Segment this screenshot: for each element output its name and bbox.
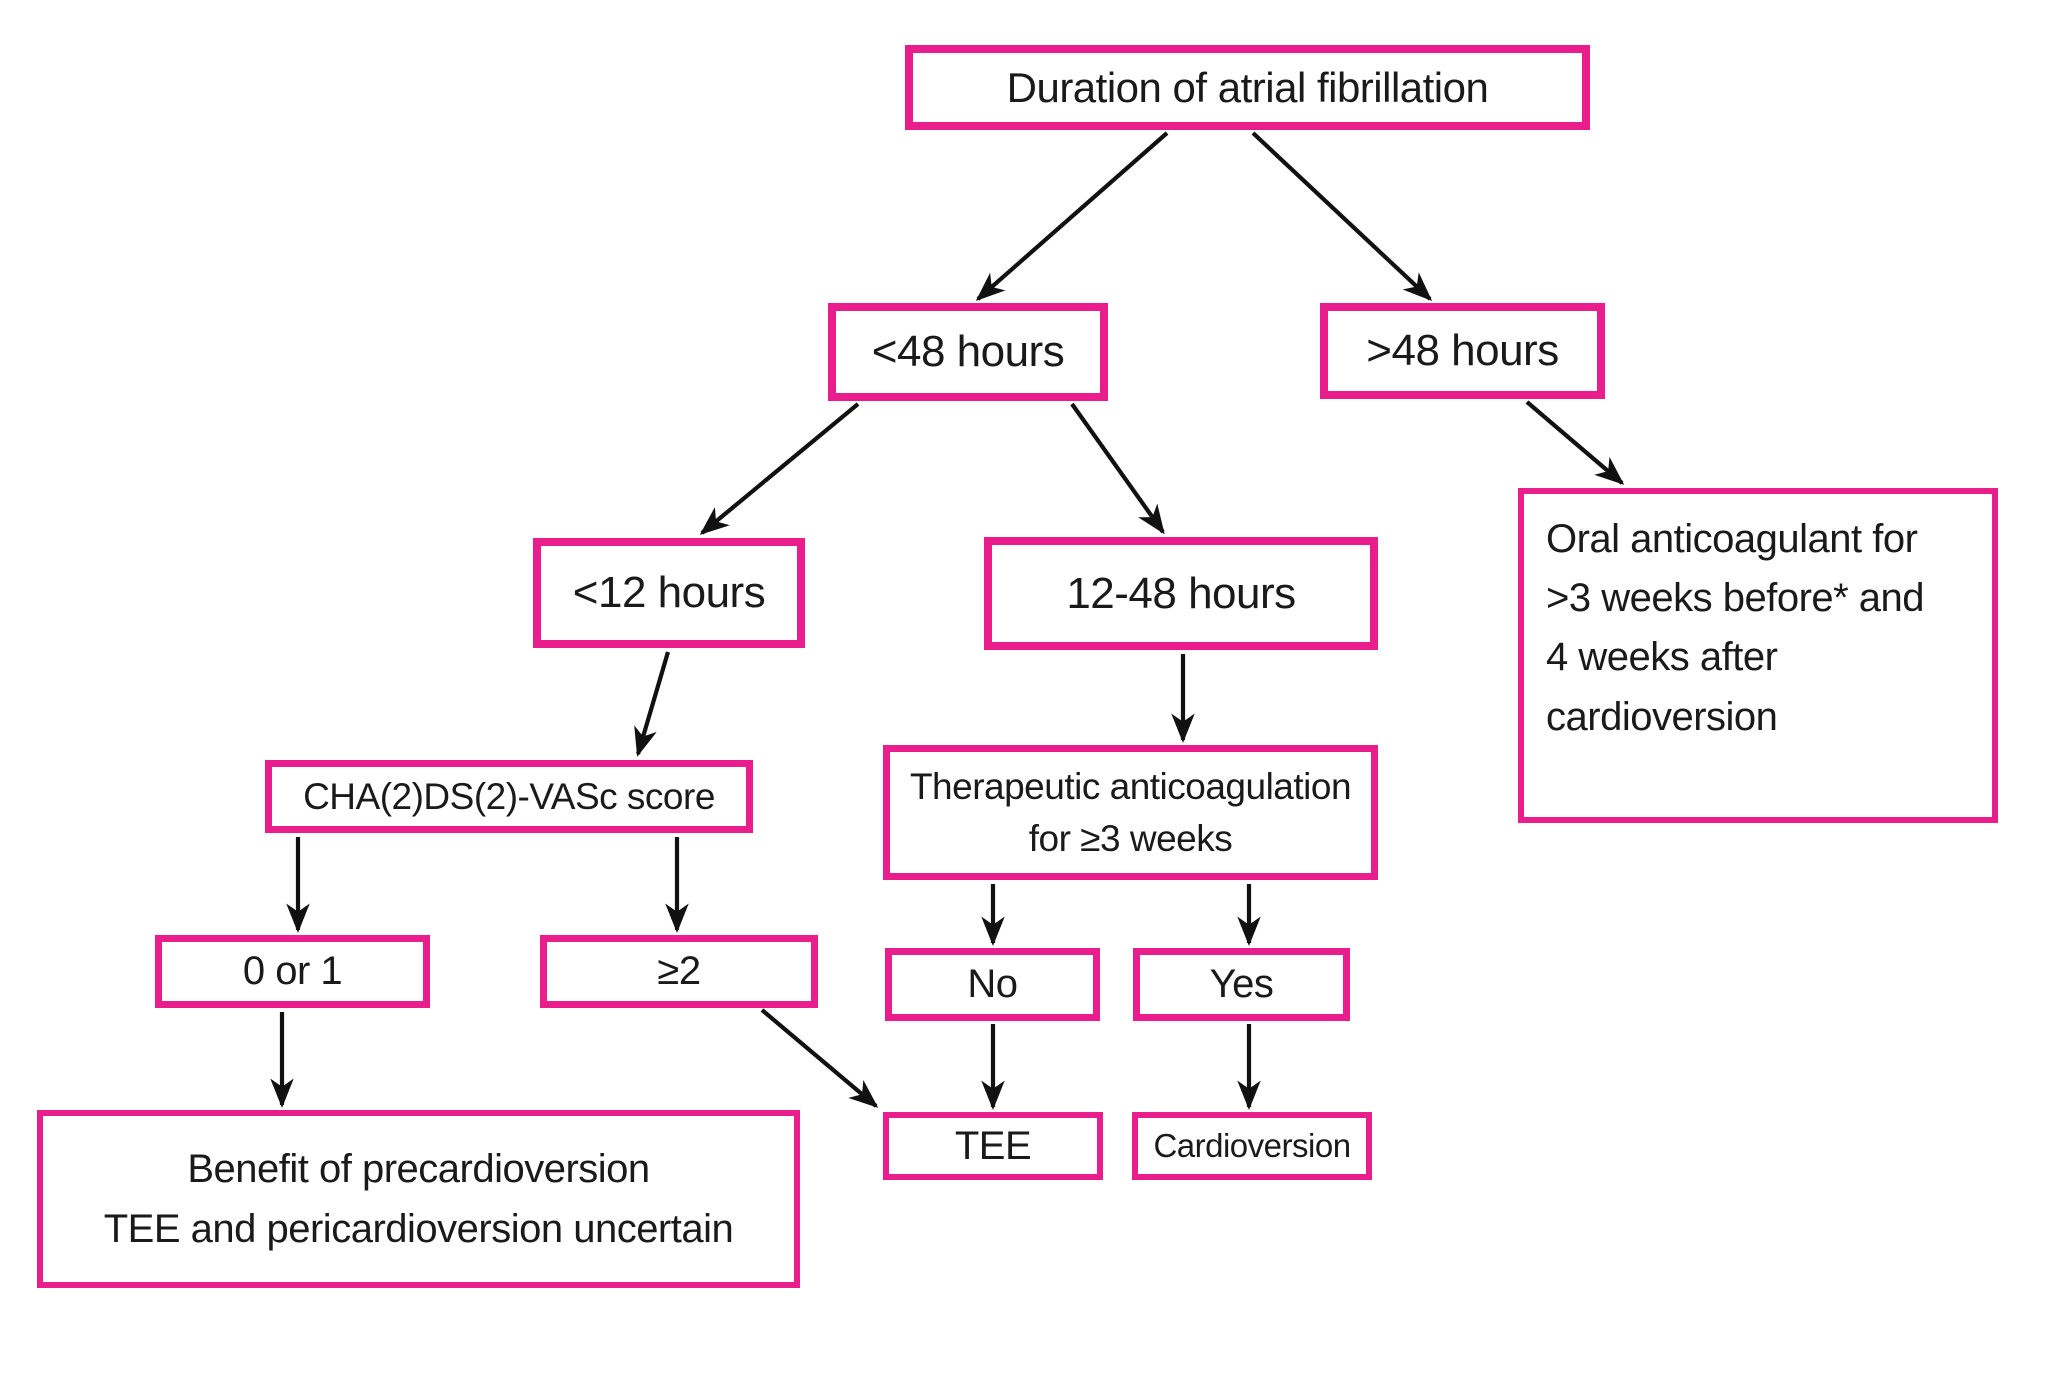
- node-label: ≥2: [657, 949, 701, 994]
- arrow-ge2-tee: [760, 1008, 879, 1108]
- arrow-lt48-h1248: [1070, 402, 1165, 535]
- node-therapeutic-anticoagulation: Therapeutic anticoagulation for ≥3 weeks: [883, 745, 1378, 880]
- node-label: TEE and pericardioversion uncertain: [103, 1207, 734, 1251]
- node-label: Benefit of precardioversion: [187, 1147, 650, 1191]
- node-label: 12-48 hours: [1066, 568, 1296, 618]
- node-oral-anticoagulant: Oral anticoagulant for >3 weeks before* …: [1518, 488, 1998, 823]
- node-label: >48 hours: [1366, 326, 1559, 376]
- arrow-duration-gt48: [1251, 131, 1433, 302]
- node-label: Duration of atrial fibrillation: [1006, 63, 1489, 111]
- node-yes: Yes: [1133, 948, 1350, 1021]
- node-label: 0 or 1: [242, 949, 343, 994]
- node-score-2-or-more: ≥2: [540, 935, 818, 1008]
- node-no: No: [885, 948, 1100, 1021]
- node-less-than-48-hours: <48 hours: [828, 303, 1108, 401]
- arrow-lt48-lt12: [699, 402, 860, 535]
- node-label: Therapeutic anticoagulation: [909, 765, 1352, 807]
- arrow-gt48-oral: [1525, 400, 1625, 485]
- node-more-than-48-hours: >48 hours: [1320, 303, 1605, 399]
- node-label: <48 hours: [871, 327, 1065, 377]
- node-label: Oral anticoagulant for: [1546, 517, 1918, 561]
- arrow-duration-lt48: [975, 131, 1169, 301]
- node-label: 4 weeks after: [1546, 635, 1778, 680]
- node-label: TEE: [954, 1123, 1032, 1168]
- node-label: CHA(2)DS(2)-VASc score: [303, 775, 715, 817]
- node-cardioversion: Cardioversion: [1132, 1112, 1372, 1180]
- node-label: for ≥3 weeks: [1028, 817, 1233, 859]
- node-less-than-12-hours: <12 hours: [533, 538, 805, 648]
- node-label: Cardioversion: [1153, 1126, 1351, 1164]
- node-duration-of-atrial-fibrillation: Duration of atrial fibrillation: [905, 45, 1590, 130]
- node-benefit-uncertain: Benefit of precardioversion TEE and peri…: [37, 1110, 800, 1288]
- node-label: Yes: [1209, 962, 1274, 1007]
- node-tee: TEE: [883, 1112, 1103, 1180]
- node-label: >3 weeks before* and: [1546, 576, 1925, 621]
- node-score-0-or-1: 0 or 1: [155, 935, 430, 1008]
- node-label: No: [967, 962, 1018, 1007]
- node-12-48-hours: 12-48 hours: [984, 537, 1378, 650]
- node-cha2ds2-vasc-score: CHA(2)DS(2)-VASc score: [265, 760, 753, 833]
- arrow-lt12-cha: [634, 651, 671, 757]
- node-label: cardioversion: [1546, 694, 1778, 739]
- node-label: <12 hours: [572, 568, 766, 618]
